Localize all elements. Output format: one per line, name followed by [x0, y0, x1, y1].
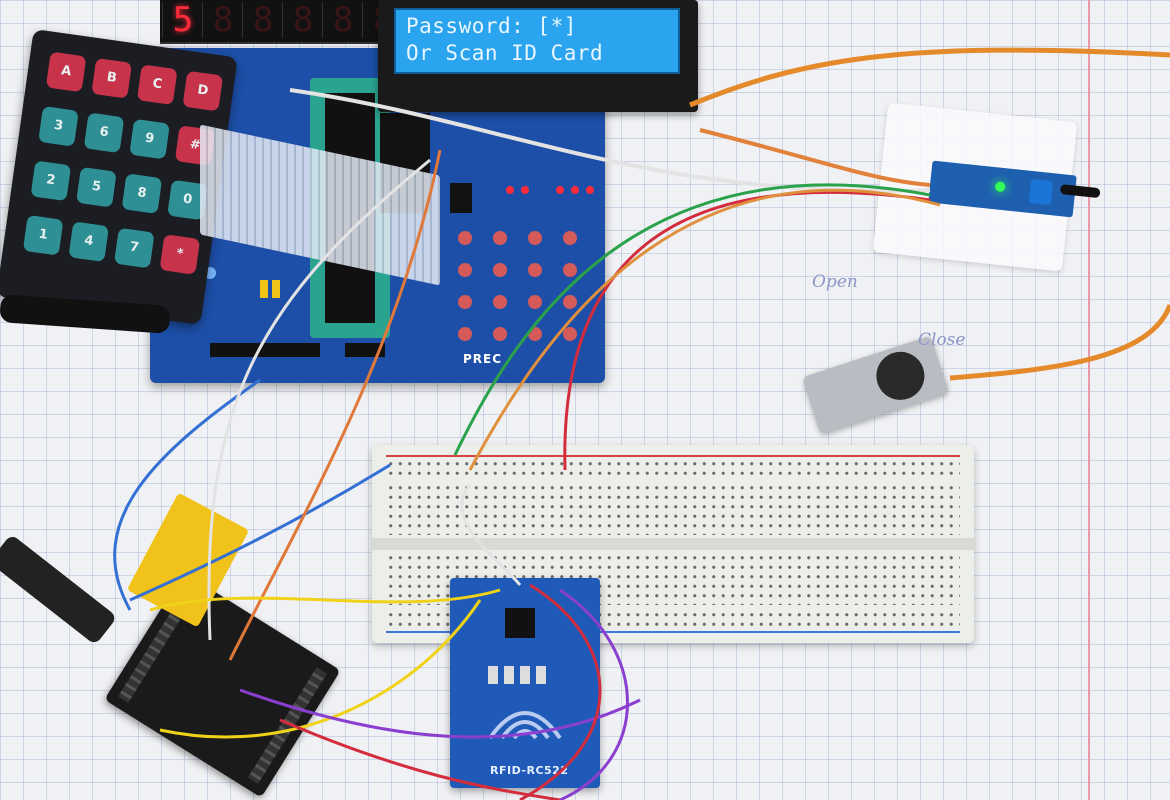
wire-blue: [113, 378, 261, 611]
power-rail-red: [386, 455, 960, 457]
lcd-line-2: Or Scan ID Card: [406, 41, 604, 65]
board-brand-text: PREC: [463, 352, 503, 366]
wire-orange: [228, 149, 442, 661]
segment-digit: 8: [282, 2, 323, 38]
servo-wire: [949, 304, 1170, 381]
wire-red: [279, 718, 561, 800]
rfid-module-label: RFID-RC522: [490, 764, 569, 777]
sensor-wire: [689, 47, 1170, 108]
ic-chip: [450, 183, 472, 213]
lcd-line-1: Password: [*]: [406, 14, 577, 38]
pin-header: [210, 343, 320, 357]
wire-blue: [129, 463, 391, 602]
rfid-antenna: [488, 608, 562, 740]
wire-white: [289, 88, 931, 193]
wire-white: [460, 484, 522, 586]
wire-orange: [468, 188, 941, 471]
lcd-screen: Password: [*] Or Scan ID Card: [394, 8, 680, 74]
wire-orange: [699, 128, 931, 187]
wire-purple: [559, 588, 629, 800]
wire-purple: [239, 688, 641, 739]
rfid-resistors: [488, 666, 546, 684]
segment-digit: 8: [242, 2, 283, 38]
push-button-matrix: [458, 231, 577, 341]
rfid-reader-module: [450, 578, 600, 788]
wire-yellow: [159, 599, 482, 739]
wire-yellow: [149, 588, 501, 612]
center-channel: [372, 538, 974, 550]
power-rail-blue: [386, 631, 960, 633]
wire-red: [519, 583, 602, 800]
wire-green: [453, 183, 931, 456]
jumper: [260, 280, 268, 298]
segment-digit: 8: [202, 2, 243, 38]
segment-digit: 8: [322, 2, 363, 38]
terminal-holes-top: [386, 483, 960, 535]
pin-header: [345, 343, 385, 357]
wire-white: [207, 158, 431, 641]
rfid-chip: [505, 608, 535, 638]
seven-segment-display: 5 8 8 8 8 8: [160, 0, 393, 44]
handwritten-open-label: Open: [812, 272, 858, 292]
handwritten-close-label: Close: [918, 330, 966, 350]
paper-margin-line: [1088, 0, 1090, 800]
jumper: [272, 280, 280, 298]
power-rail-holes: [386, 459, 960, 477]
segment-digit: 5: [162, 2, 203, 38]
wire-red: [563, 190, 931, 471]
led-row: [506, 186, 594, 194]
